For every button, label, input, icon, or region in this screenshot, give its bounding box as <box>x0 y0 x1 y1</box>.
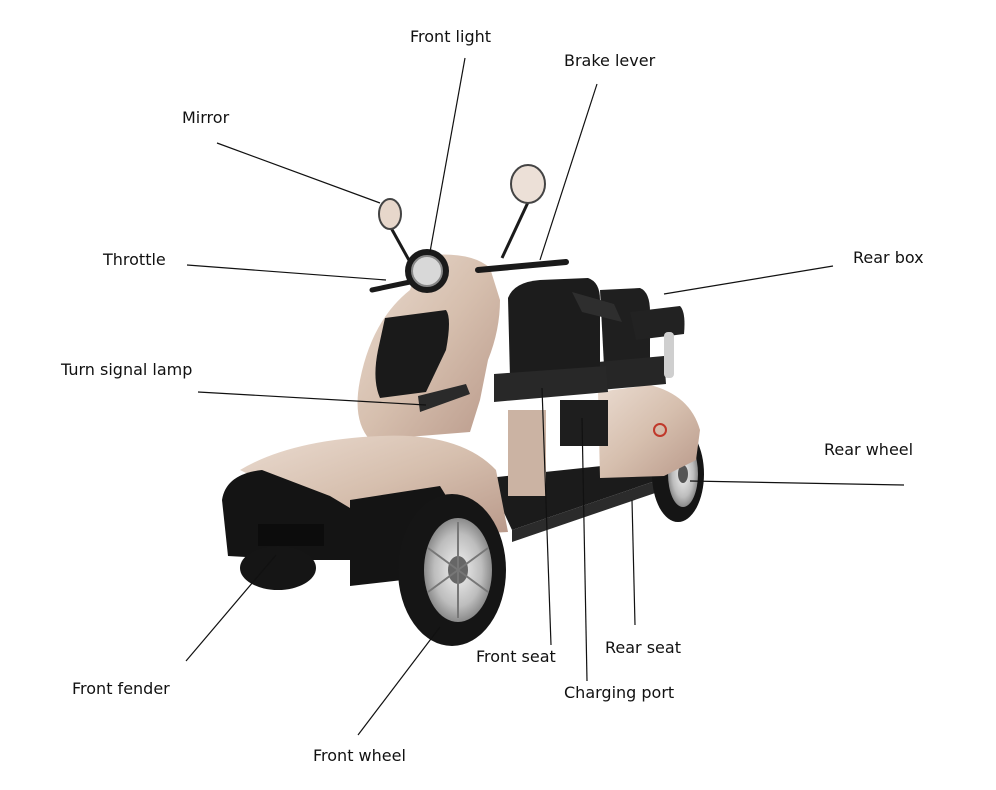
leader-rear-wheel <box>689 480 905 486</box>
front-body-shape <box>357 254 500 440</box>
leader-charging-port <box>581 417 588 682</box>
leader-mirror <box>216 142 381 204</box>
label-charging-port: Charging port <box>564 683 675 702</box>
label-front-fender: Front fender <box>72 679 170 698</box>
label-front-light: Front light <box>410 27 492 46</box>
leader-brake-lever <box>539 83 598 261</box>
leader-turn-signal-lamp <box>197 391 427 406</box>
label-throttle: Throttle <box>103 250 166 269</box>
label-turn-signal-lamp: Turn signal lamp <box>61 360 193 379</box>
headlight-shape <box>405 249 449 293</box>
mirrors-shape <box>378 164 546 263</box>
seat-post-shape <box>508 410 546 496</box>
label-rear-wheel: Rear wheel <box>824 440 914 459</box>
label-rear-box: Rear box <box>853 248 924 267</box>
label-front-seat: Front seat <box>476 647 556 666</box>
leader-rear-box <box>663 265 834 295</box>
leader-throttle <box>186 264 387 281</box>
leader-lines <box>185 57 905 736</box>
front-wheel-shape <box>240 494 506 646</box>
label-brake-lever: Brake lever <box>564 51 656 70</box>
leader-front-wheel <box>357 626 441 736</box>
front-seat-shape <box>494 278 622 402</box>
leader-front-fender <box>185 554 277 662</box>
label-mirror: Mirror <box>182 108 230 127</box>
label-front-wheel: Front wheel <box>313 746 406 765</box>
leader-rear-seat <box>631 499 636 626</box>
leader-front-light <box>429 57 466 253</box>
handlebar-shape <box>369 259 569 293</box>
leader-front-seat <box>541 387 552 646</box>
rear-seat-shape <box>598 288 685 390</box>
rear-body-shape <box>560 385 700 478</box>
label-rear-seat: Rear seat <box>605 638 681 657</box>
